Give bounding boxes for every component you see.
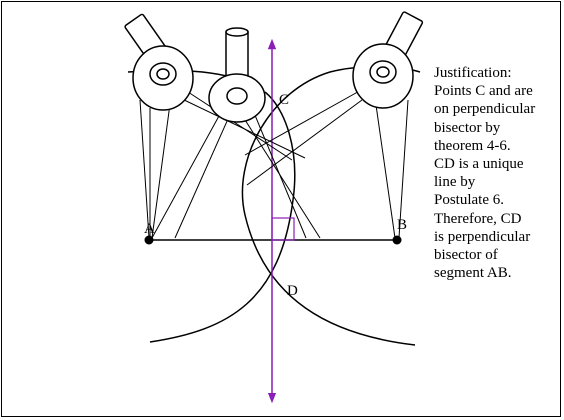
justification-line: Justification: [434, 65, 512, 81]
compass-legs-left [139, 89, 306, 239]
point-c-label: C [279, 92, 290, 108]
compass-icon [208, 27, 266, 123]
justification-text: Justification: Points C and are on perpe… [434, 64, 562, 282]
point-b-label: B [397, 217, 408, 233]
arc-from-a [149, 91, 296, 343]
justification-line: theorem 4-6. [434, 137, 511, 154]
point-a [144, 235, 154, 245]
right-angle-marker [271, 217, 295, 241]
justification-line: Points C and are [434, 83, 533, 100]
justification-line: bisector of [434, 247, 498, 264]
point-b [392, 235, 402, 245]
compass-icon [352, 11, 424, 109]
point-a-label: A [144, 221, 155, 237]
point-d-label: D [287, 283, 298, 299]
justification-line: Therefore, CD [434, 210, 522, 227]
justification-line: line by [434, 174, 476, 191]
compass-legs-middle [151, 104, 321, 239]
compass-icon [124, 13, 194, 111]
justification-line: Postulate 6. [434, 192, 504, 209]
justification-line: CD is a unique [434, 156, 524, 173]
justification-line: on perpendicular [434, 101, 536, 118]
justification-line: bisector by [434, 119, 501, 136]
justification-line: is perpendicular [434, 228, 531, 245]
justification-line: segment AB. [434, 265, 512, 282]
arc-from-b [241, 66, 421, 346]
